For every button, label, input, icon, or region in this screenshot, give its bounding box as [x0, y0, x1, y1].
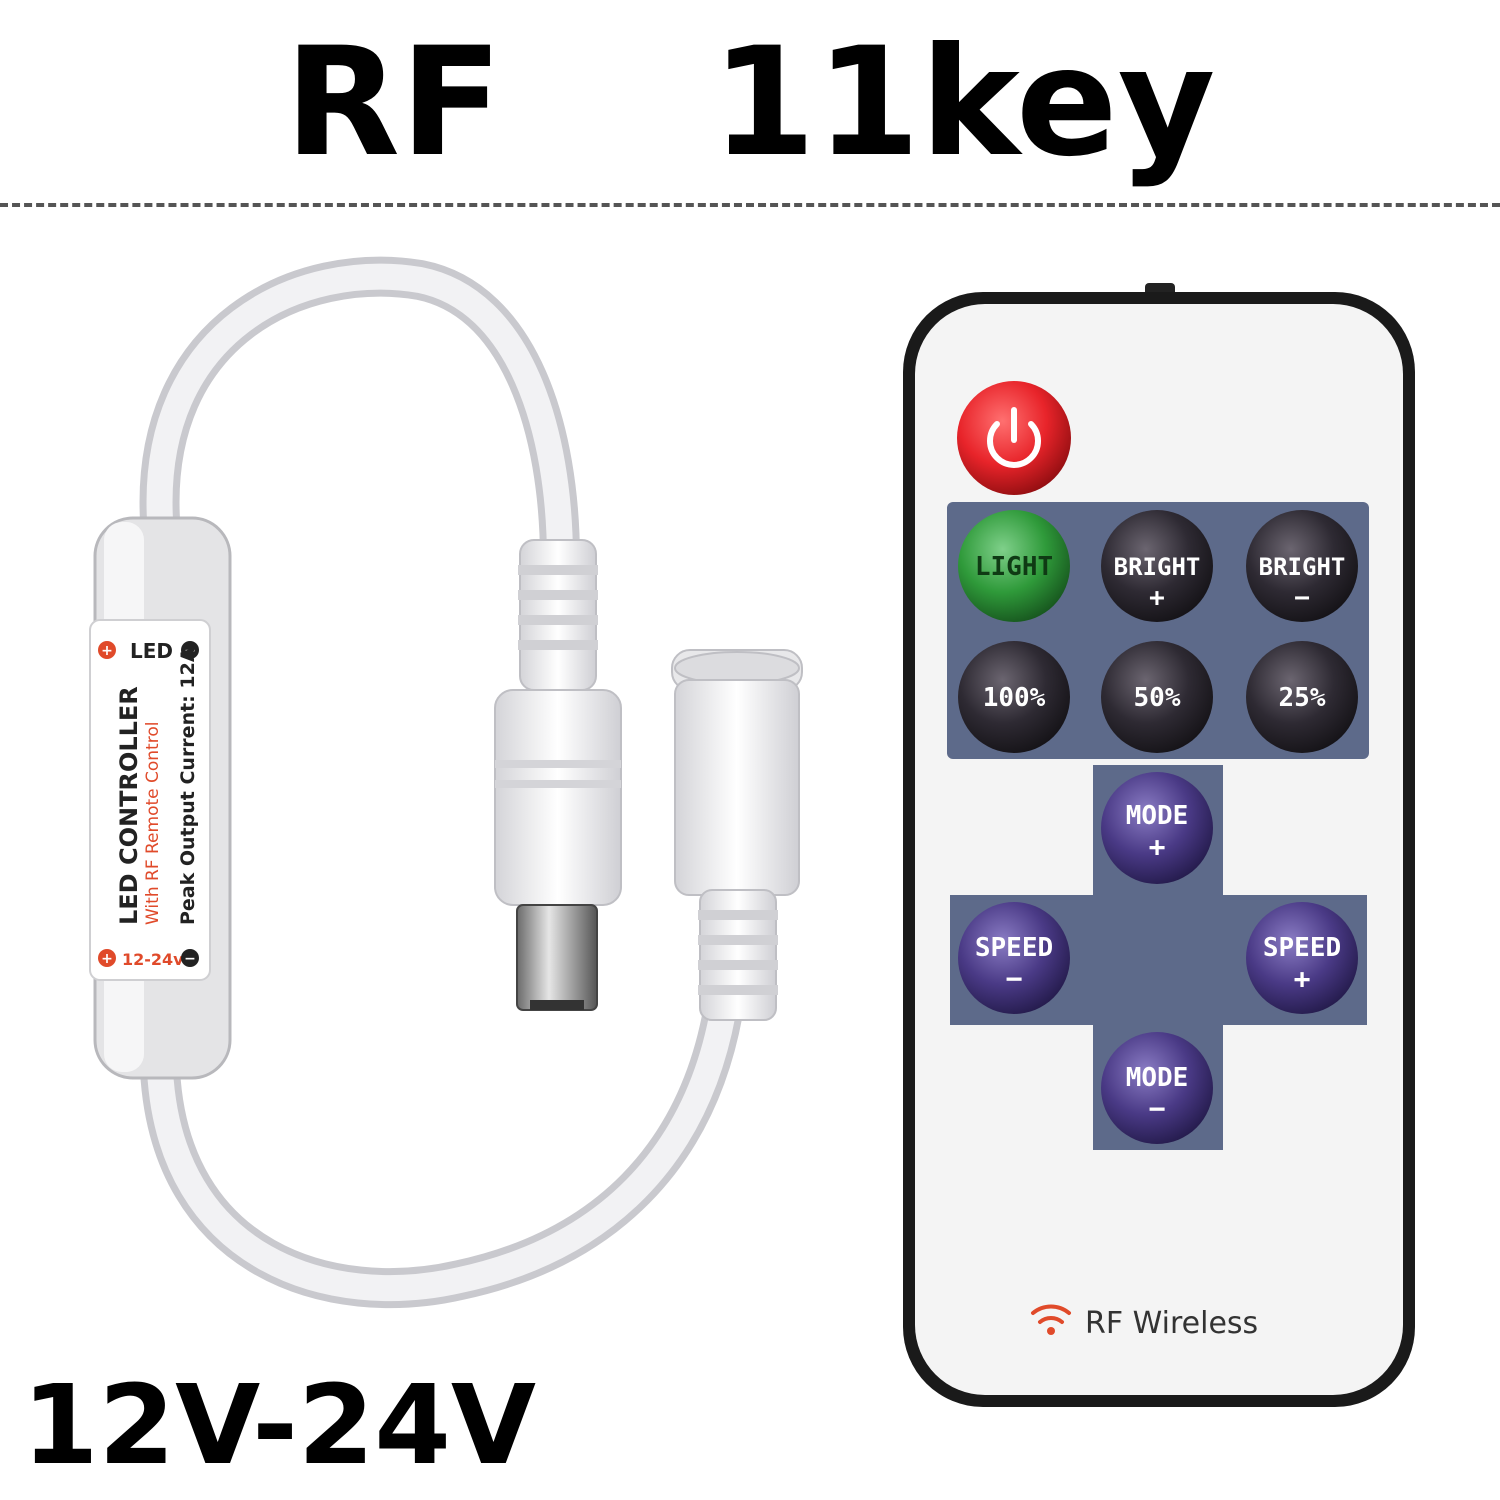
speed-plus-button[interactable]: SPEED +: [1246, 902, 1358, 1014]
mode-plus-label: MODE: [1126, 801, 1189, 831]
svg-text:−: −: [184, 643, 196, 659]
female-dc-jack: [671, 649, 803, 1021]
controller-input-label: 12-24v: [122, 950, 184, 969]
bright-minus-button[interactable]: BRIGHT −: [1246, 510, 1358, 622]
power-icon: [987, 407, 1041, 468]
rf-wireless-label: RF Wireless: [1085, 1306, 1258, 1341]
speed-plus-label: SPEED: [1263, 933, 1341, 963]
brightness-50-label: 50%: [1134, 683, 1181, 713]
mode-minus-sign: −: [1149, 1092, 1166, 1125]
bright-plus-sign: +: [1149, 583, 1165, 613]
brightness-100-label: 100%: [983, 683, 1046, 713]
bright-plus-button[interactable]: BRIGHT +: [1101, 510, 1213, 622]
speed-plus-sign: +: [1294, 962, 1311, 995]
minus-dot-icon: [181, 641, 199, 659]
controller-title: LED CONTROLLER: [115, 686, 143, 925]
plus-dot-icon: [98, 949, 116, 967]
rf-remote: LIGHT BRIGHT + BRIGHT − 100% 50% 25%: [903, 283, 1415, 1407]
power-button[interactable]: [957, 381, 1071, 495]
mode-plus-button[interactable]: MODE +: [1101, 772, 1213, 884]
mode-minus-button[interactable]: MODE −: [1101, 1032, 1213, 1144]
controller-peak-current: Peak Output Current: 12A: [177, 647, 199, 925]
controller-sticker: [89, 619, 211, 981]
bright-minus-sign: −: [1294, 583, 1310, 613]
button-panel-cross: [950, 765, 1367, 1150]
speed-minus-button[interactable]: SPEED −: [958, 902, 1070, 1014]
brightness-100-button[interactable]: 100%: [958, 641, 1070, 753]
bright-plus-label: BRIGHT: [1114, 553, 1201, 581]
mode-minus-label: MODE: [1126, 1063, 1189, 1093]
brightness-50-button[interactable]: 50%: [1101, 641, 1213, 753]
controller-led-label: LED: [130, 639, 173, 663]
minus-dot-icon: [181, 949, 199, 967]
male-dc-plug: [494, 539, 622, 1011]
speed-minus-label: SPEED: [975, 933, 1053, 963]
brightness-25-label: 25%: [1279, 683, 1326, 713]
speed-minus-sign: −: [1006, 962, 1023, 995]
page-title: RF 11key: [284, 16, 1216, 190]
svg-text:+: +: [101, 951, 113, 967]
light-button-label: LIGHT: [975, 552, 1053, 582]
voltage-label: 12V-24V: [22, 1361, 537, 1489]
bright-minus-label: BRIGHT: [1259, 553, 1346, 581]
dashed-divider: [0, 203, 1500, 207]
controller-subtitle: With RF Remote Control: [143, 722, 163, 925]
svg-text:+: +: [101, 643, 113, 659]
svg-text:−: −: [184, 951, 196, 967]
light-button[interactable]: LIGHT: [958, 510, 1070, 622]
led-controller: + LED − LED CONTROLLER With RF Remote Co…: [89, 256, 745, 1309]
plus-dot-icon: [98, 641, 116, 659]
brightness-25-button[interactable]: 25%: [1246, 641, 1358, 753]
mode-plus-sign: +: [1149, 830, 1166, 863]
wireless-icon: [1031, 1304, 1071, 1335]
